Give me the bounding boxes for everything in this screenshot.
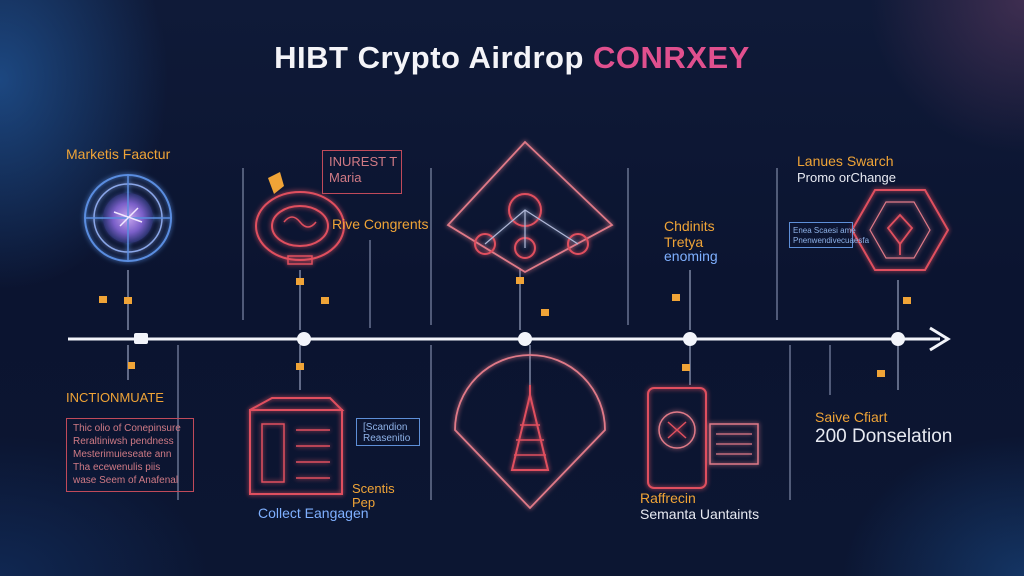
timeline-node: [518, 332, 532, 346]
device-icon: [647, 387, 759, 489]
box-line: Enea Scaesi ame: [793, 226, 856, 235]
crate-icon: [249, 397, 345, 495]
box-inurest: INUREST T Maria: [322, 150, 402, 194]
timeline-node: [134, 333, 148, 344]
box-line: Tha ecewenulis piis: [73, 462, 161, 473]
label-saive-cfiart: Saive Cfiart: [815, 409, 888, 425]
brain-icon: [255, 191, 345, 265]
label-enoming: enoming: [664, 248, 718, 264]
label-tretyra: Tretya: [664, 234, 704, 250]
label-pep: Pep: [352, 495, 376, 510]
box-line: [Scandion: [363, 422, 408, 433]
box-line: Thic olio of Conepinsure: [73, 423, 181, 434]
box-line: Reasenitio: [363, 433, 411, 444]
box-line: wase Seem of Anafenal: [73, 475, 179, 486]
label-donselation: 200 Donselation: [815, 426, 953, 447]
box-right: Enea Scaesi ame Pnenwendivecuaesfa: [789, 222, 870, 248]
label-collect-engagen: Collect Eangagen: [258, 505, 369, 521]
network-icon: [446, 140, 614, 274]
label-semanta: Semanta Uantaints: [640, 506, 760, 522]
label-chainlis: Chdinits: [664, 218, 715, 234]
timeline-node: [891, 332, 905, 346]
label-lanues-swarch: Lanues Swarch: [797, 153, 894, 169]
box-middle: [Scandion Reasenitio: [356, 418, 420, 446]
timeline-node: [297, 332, 311, 346]
timeline-arrowhead: [929, 326, 951, 352]
vertical-guides: [177, 168, 831, 500]
page-title: HIBT Crypto Airdrop CONRXEY: [0, 40, 1024, 76]
label-scentis: Scentis: [352, 481, 395, 496]
label-market-feature: Marketis Faactur: [66, 146, 171, 162]
label-rive-congrents: Rive Congrents: [332, 216, 429, 232]
dome-tower-icon: [454, 354, 606, 510]
hexagon-lock-icon: [850, 189, 950, 271]
timeline-node: [683, 332, 697, 346]
label-inctionmate: INCTIONMUATE: [66, 390, 164, 405]
box-line: Pnenwendivecuaesfa: [793, 236, 870, 245]
orange-markers: [99, 172, 911, 377]
box-line: Reraltiniwsh pendness: [73, 436, 174, 447]
title-accent: CONRXEY: [593, 40, 750, 75]
timeline: [68, 326, 951, 352]
label-promocrange: Promo orChange: [797, 170, 896, 185]
box-line: INUREST T: [329, 154, 398, 169]
box-line: Maria: [329, 170, 362, 185]
box-left-description: Thic olio of Conepinsure Reraltiniwsh pe…: [66, 418, 194, 492]
orb-icon: [84, 174, 172, 262]
title-main: HIBT Crypto Airdrop: [274, 40, 584, 75]
box-line: Mesterimuieseate ann: [73, 449, 172, 460]
label-raffrecin: Raffrecin: [640, 490, 696, 506]
